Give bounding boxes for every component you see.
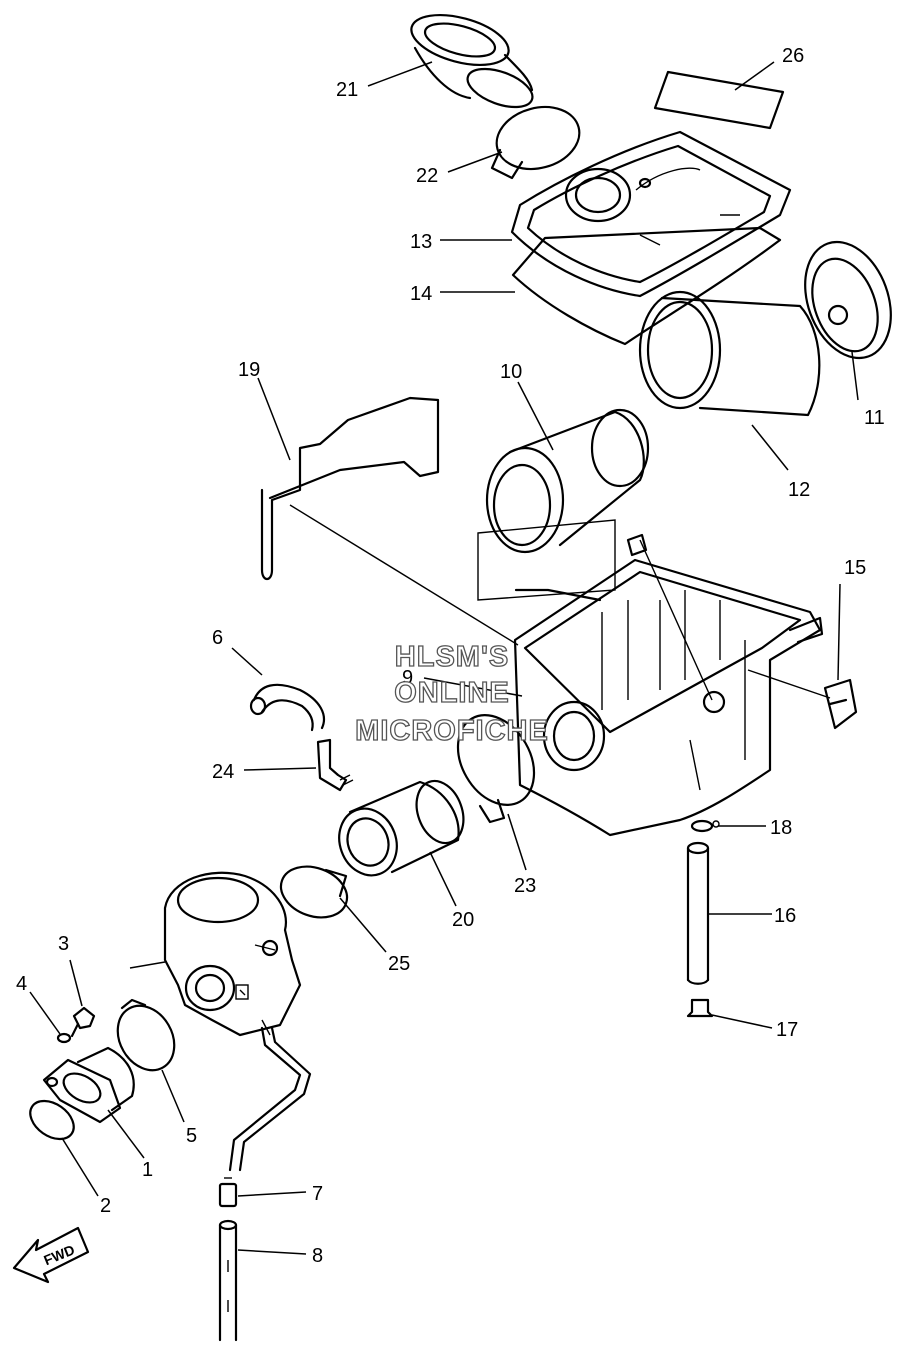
callout-14: 14 (410, 283, 432, 305)
callout-10: 10 (500, 361, 522, 383)
part-17-plug (686, 998, 714, 1018)
watermark-line-3: MICROFICHE (355, 715, 549, 747)
part-19-guard-plate (260, 396, 519, 646)
part-25-hose-clamp (279, 865, 349, 919)
callout-2: 2 (100, 1195, 111, 1217)
watermark: HLSM'S ONLINE MICROFICHE (355, 640, 549, 747)
callout-8: 8 (312, 1245, 323, 1267)
part-24-elbow-fitting (316, 738, 354, 792)
callout-21: 21 (336, 79, 358, 101)
callout-22: 22 (416, 165, 438, 187)
callout-18: 18 (770, 817, 792, 839)
callout-25: 25 (388, 953, 410, 975)
part-7-fitting (218, 1177, 238, 1208)
part-9-air-box (513, 533, 831, 837)
part-3-bolt (70, 1006, 96, 1038)
part-4-washer (56, 1032, 72, 1044)
callout-23: 23 (514, 875, 536, 897)
callout-6: 6 (212, 627, 223, 649)
callout-20: 20 (452, 909, 474, 931)
callout-11: 11 (864, 407, 885, 429)
part-26-label-sticker (653, 70, 785, 130)
leader-lines (29, 61, 859, 1255)
part-6-breather-hose (249, 683, 326, 732)
part-15-clip (823, 678, 858, 730)
callout-26: 26 (782, 45, 804, 67)
callout-9: 9 (402, 667, 413, 689)
part-18-clip (690, 819, 720, 833)
callout-3: 3 (58, 933, 69, 955)
part-13-air-box-cover (510, 130, 792, 298)
callout-17: 17 (776, 1019, 798, 1041)
part-20-carburetor-joint (338, 779, 465, 877)
callout-19: 19 (238, 359, 260, 381)
carburetor-drain-tube (228, 1026, 312, 1172)
part-11-end-cap (804, 240, 892, 360)
part-23-hose-clamp (456, 713, 536, 824)
watermark-line-1: HLSM'S (395, 641, 509, 673)
part-10-filter-element (477, 408, 650, 601)
carburetor (129, 871, 302, 1037)
callout-4: 4 (16, 973, 27, 995)
callout-12: 12 (788, 479, 810, 501)
callout-24: 24 (212, 761, 234, 783)
callout-13: 13 (410, 231, 432, 253)
part-1-carburetor-joint (42, 1046, 135, 1124)
part-16-drain-hose (686, 841, 710, 985)
part-5-hose-clamp (116, 998, 176, 1072)
callout-15: 15 (844, 557, 866, 579)
callout-5: 5 (186, 1125, 197, 1147)
part-8-drain-hose (218, 1219, 238, 1342)
callout-1: 1 (142, 1159, 153, 1181)
callout-7: 7 (312, 1183, 323, 1205)
part-12-outer-filter (638, 290, 821, 417)
callout-labels: 21 26 22 13 14 11 12 10 19 15 6 9 24 18 … (16, 45, 885, 1267)
part-21-intake-joint (410, 14, 534, 109)
part-14-gasket (511, 226, 782, 346)
fwd-direction-arrow: FWD (12, 1226, 90, 1284)
part-2-o-ring (29, 1099, 75, 1141)
callout-16: 16 (774, 905, 796, 927)
part-22-hose-clamp (490, 105, 581, 180)
watermark-line-2: ONLINE (394, 677, 510, 709)
